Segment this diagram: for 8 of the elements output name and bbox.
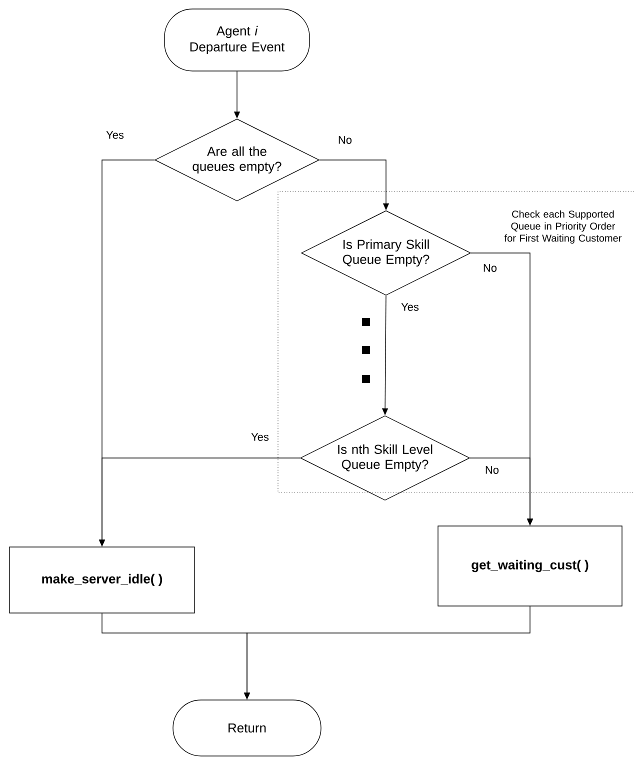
edge-label: No [482,263,498,273]
edge-label: Yes [250,432,270,442]
process-box: get_waiting_cust( ) [438,526,622,606]
edge-label: Yes [400,302,420,312]
edge-label: No [336,135,354,145]
process-box: make_server_idle( ) [9,546,195,614]
edge-label: No [484,465,500,475]
edge-label: Yes [105,130,125,140]
